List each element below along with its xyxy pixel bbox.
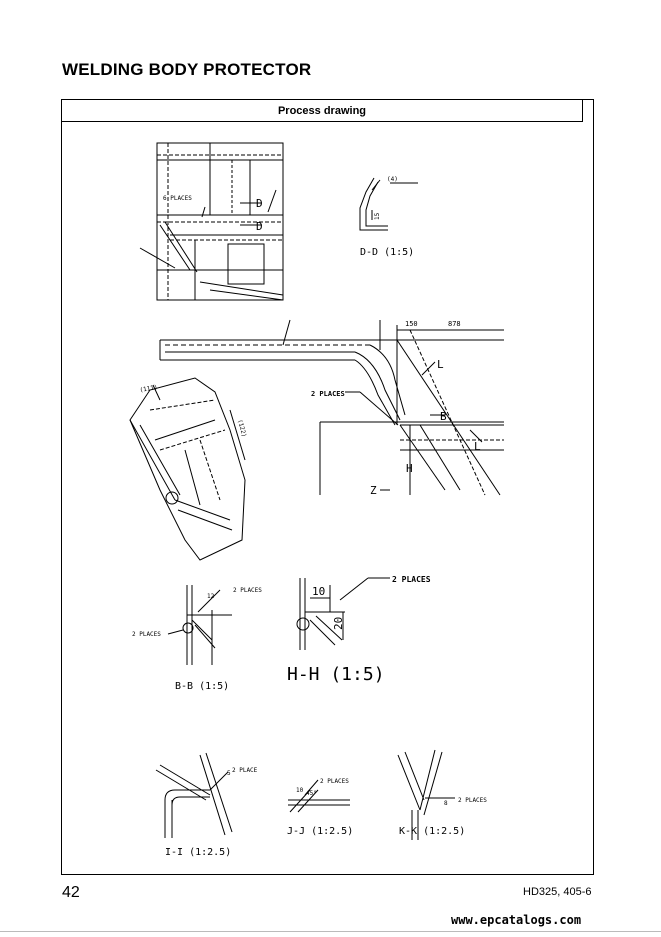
dim-122: (122) bbox=[236, 419, 247, 438]
detail-kk bbox=[397, 749, 455, 840]
note-2-places-hh: 2 PLACES bbox=[392, 575, 431, 584]
note-6-places: 6 PLACES bbox=[163, 195, 192, 202]
note-2-places-main: 2 PLACES bbox=[311, 390, 345, 398]
section-jj-label: J-J (1:2.5) bbox=[287, 826, 353, 837]
dim-4: (4) bbox=[387, 176, 398, 183]
note-2-place-ii: 2 PLACE bbox=[232, 767, 258, 774]
process-drawing-table: Process drawing bbox=[61, 99, 594, 875]
page-bottom-divider bbox=[0, 931, 661, 932]
note-2-places-kk: 2 PLACES bbox=[458, 797, 487, 804]
section-hh-label: H-H (1:5) bbox=[287, 664, 385, 685]
dim-10: 10 bbox=[312, 585, 325, 598]
label-b: B bbox=[440, 410, 447, 423]
label-d-upper: D bbox=[256, 197, 263, 210]
note-2-places-jj: 2 PLACES bbox=[320, 778, 349, 785]
dim-8: 8 bbox=[444, 800, 448, 807]
note-2-places-bb-left: 2 PLACES bbox=[132, 631, 161, 638]
dim-5: 5 bbox=[227, 770, 231, 777]
rotated-view bbox=[129, 377, 246, 561]
label-l-lower: L bbox=[474, 440, 481, 453]
dim-20: 20 bbox=[332, 617, 345, 630]
table-header: Process drawing bbox=[62, 100, 583, 122]
page-title: WELDING BODY PROTECTOR bbox=[62, 60, 312, 79]
dim-45deg: 45° bbox=[306, 790, 317, 797]
page-number: 42 bbox=[62, 884, 80, 901]
dim-10-jj: 10 bbox=[296, 787, 304, 794]
detail-dd bbox=[359, 177, 418, 231]
detail-hh bbox=[296, 577, 390, 650]
dim-111: (111) bbox=[139, 384, 158, 394]
section-ii-label: I-I (1:2.5) bbox=[165, 847, 231, 858]
top-left-view bbox=[139, 142, 284, 301]
section-kk-label: K-K (1:2.5) bbox=[399, 826, 465, 837]
main-side-view bbox=[159, 319, 504, 496]
detail-ii bbox=[155, 752, 233, 838]
label-d-lower: D bbox=[256, 220, 263, 233]
label-z: Z bbox=[370, 484, 377, 497]
section-dd-label: D-D (1:5) bbox=[360, 247, 414, 258]
note-2-places-bb-top: 2 PLACES bbox=[233, 587, 262, 594]
label-h: H bbox=[406, 462, 413, 475]
label-l-upper: L bbox=[437, 358, 444, 371]
detail-bb bbox=[167, 585, 232, 665]
model-reference: HD325, 405-6 bbox=[523, 886, 592, 898]
dim-12: 12 bbox=[207, 593, 215, 600]
detail-jj bbox=[288, 779, 350, 813]
section-bb-label: B-B (1:5) bbox=[175, 681, 229, 692]
watermark-link[interactable]: www.epcatalogs.com bbox=[451, 913, 582, 927]
dim-150: 150 bbox=[405, 320, 418, 328]
dim-15: 15 bbox=[374, 212, 381, 220]
dim-878: 878 bbox=[448, 320, 461, 328]
